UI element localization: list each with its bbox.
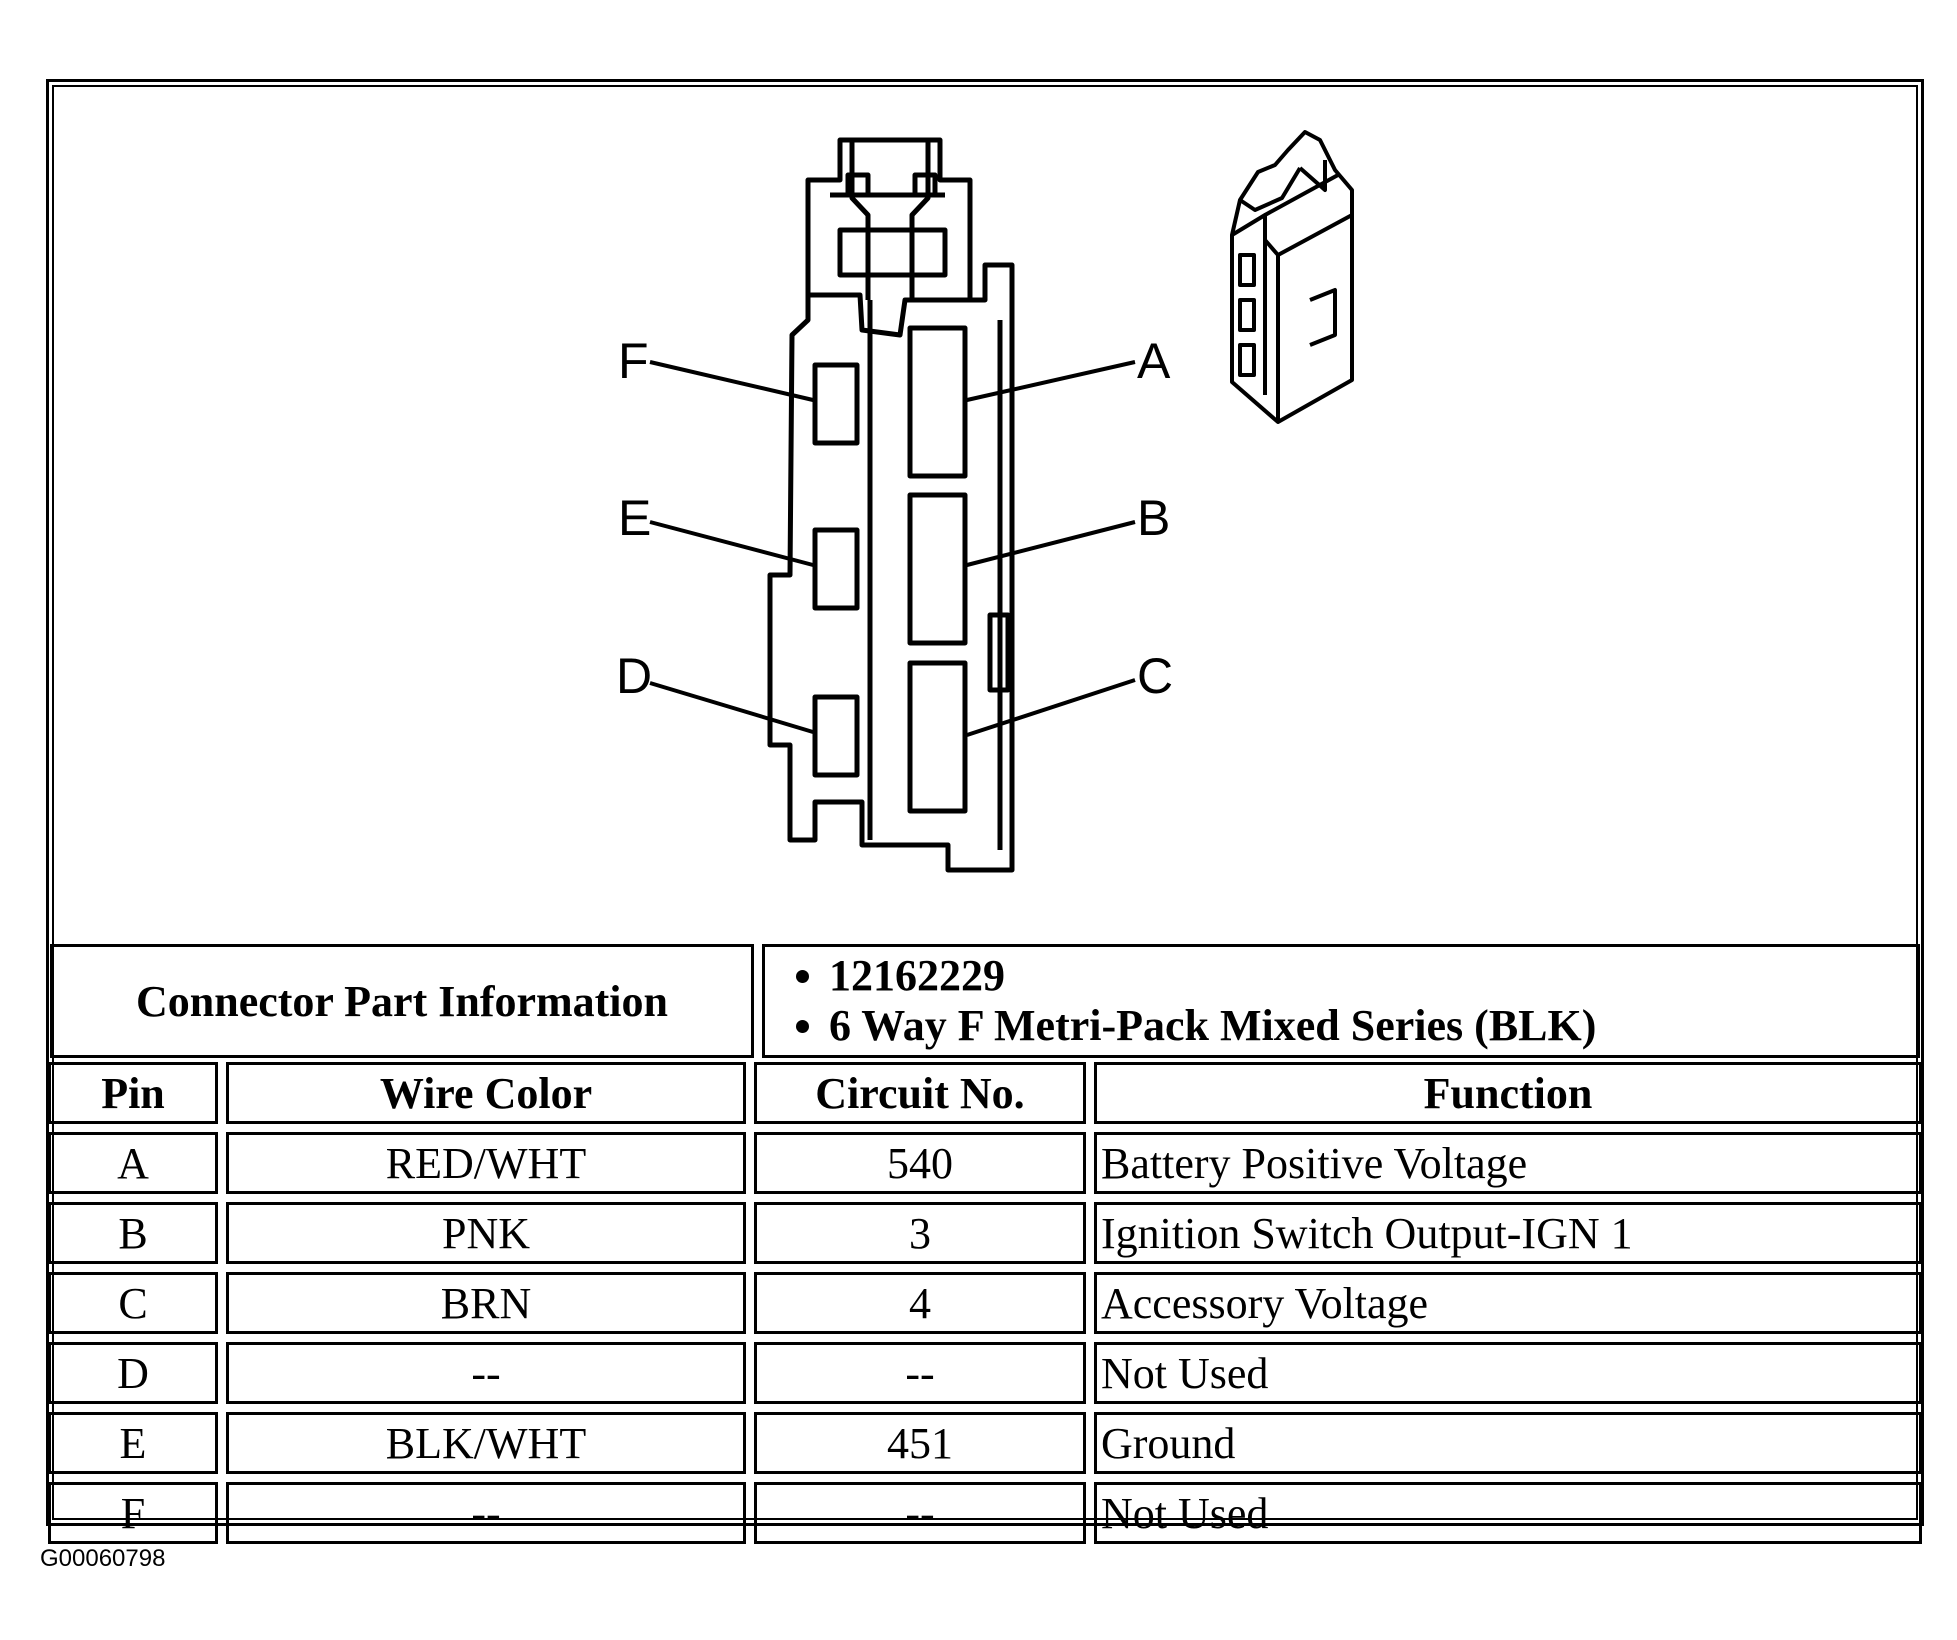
connector-info-label: Connector Part Information: [50, 944, 754, 1058]
callout-d: D: [616, 648, 652, 704]
cavity-b: [907, 492, 968, 646]
connector-diagram: A B C F E D: [616, 130, 1354, 873]
part-number: 12162229: [829, 951, 1917, 1001]
callout-e: E: [618, 490, 651, 546]
pin-cell: F: [48, 1482, 218, 1544]
callout-f: F: [618, 333, 649, 389]
pin-table: Pin Wire Color Circuit No. Function A RE…: [40, 1054, 1930, 1552]
circuit-cell: 3: [754, 1202, 1086, 1264]
header-circuit-no: Circuit No.: [754, 1062, 1086, 1124]
circuit-cell: 451: [754, 1412, 1086, 1474]
header-wire-color: Wire Color: [226, 1062, 746, 1124]
connector-body-outline: [767, 262, 1015, 873]
cavity-e: [812, 527, 860, 611]
header-function: Function: [1094, 1062, 1922, 1124]
connector-info-values: 12162229 6 Way F Metri-Pack Mixed Series…: [762, 944, 1920, 1058]
pin-cell: D: [48, 1342, 218, 1404]
cavity-c: [907, 660, 968, 814]
leader-line-f: [649, 360, 814, 402]
connector-side-tab: [987, 612, 1011, 693]
figure-id: G00060798: [40, 1545, 166, 1572]
part-description: 6 Way F Metri-Pack Mixed Series (BLK): [829, 1001, 1917, 1051]
pin-cell: E: [48, 1412, 218, 1474]
circuit-cell: --: [754, 1482, 1086, 1544]
pin-cell: A: [48, 1132, 218, 1194]
pin-cell: B: [48, 1202, 218, 1264]
pin-table-header: Pin Wire Color Circuit No. Function: [48, 1062, 1922, 1124]
connector-info-row: Connector Part Information 12162229 6 Wa…: [50, 944, 1920, 1058]
callout-c: C: [1137, 648, 1173, 704]
wire-color-cell: --: [226, 1342, 746, 1404]
table-row: D -- -- Not Used: [48, 1342, 1922, 1404]
function-cell: Not Used: [1094, 1482, 1922, 1544]
leader-line-b: [966, 520, 1136, 567]
circuit-cell: 540: [754, 1132, 1086, 1194]
callout-b: B: [1137, 490, 1170, 546]
wire-color-cell: BLK/WHT: [226, 1412, 746, 1474]
wire-color-cell: PNK: [226, 1202, 746, 1264]
table-row: A RED/WHT 540 Battery Positive Voltage: [48, 1132, 1922, 1194]
leader-line-c: [966, 678, 1136, 737]
table-row: F -- -- Not Used: [48, 1482, 1922, 1544]
inner-frame: [52, 85, 1918, 1520]
connector-info-table: Connector Part Information 12162229 6 Wa…: [42, 936, 1928, 1066]
leader-line-a: [966, 360, 1136, 402]
cavity-f: [812, 362, 860, 446]
cavity-d: [812, 694, 860, 778]
function-cell: Not Used: [1094, 1342, 1922, 1404]
leader-line-e: [649, 520, 814, 567]
wire-color-cell: RED/WHT: [226, 1132, 746, 1194]
table-row: B PNK 3 Ignition Switch Output-IGN 1: [48, 1202, 1922, 1264]
function-cell: Ignition Switch Output-IGN 1: [1094, 1202, 1922, 1264]
connector-latch: [805, 137, 973, 305]
circuit-cell: 4: [754, 1272, 1086, 1334]
table-row: E BLK/WHT 451 Ground: [48, 1412, 1922, 1474]
outer-frame: [46, 79, 1924, 1526]
leader-line-d: [649, 681, 814, 734]
circuit-cell: --: [754, 1342, 1086, 1404]
table-row: C BRN 4 Accessory Voltage: [48, 1272, 1922, 1334]
cavity-a: [907, 325, 968, 479]
header-pin: Pin: [48, 1062, 218, 1124]
callout-a: A: [1137, 333, 1171, 389]
function-cell: Accessory Voltage: [1094, 1272, 1922, 1334]
function-cell: Battery Positive Voltage: [1094, 1132, 1922, 1194]
pin-cell: C: [48, 1272, 218, 1334]
wire-color-cell: --: [226, 1482, 746, 1544]
wire-color-cell: BRN: [226, 1272, 746, 1334]
connector-isometric-view: [1230, 130, 1354, 424]
function-cell: Ground: [1094, 1412, 1922, 1474]
